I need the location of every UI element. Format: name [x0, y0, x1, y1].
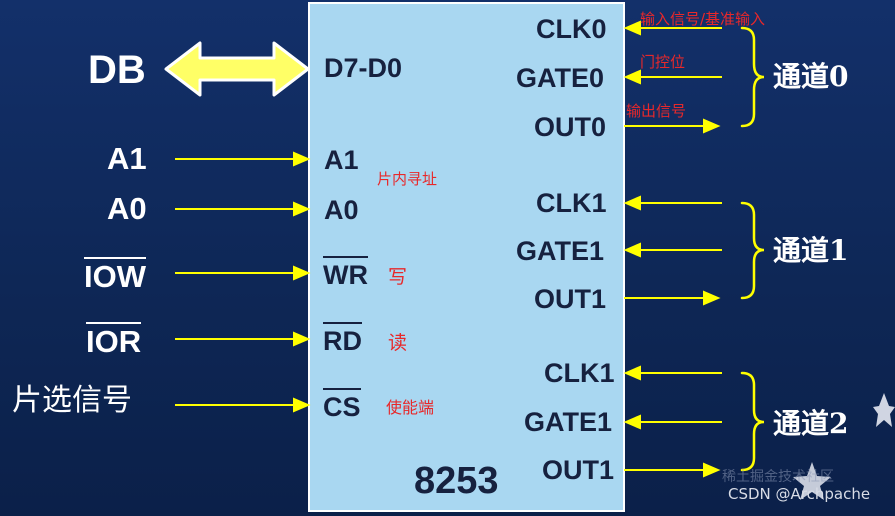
- note-gate: 门控位: [640, 53, 686, 71]
- pin-clk0: CLK0: [536, 14, 607, 44]
- pin-clk1: CLK1: [536, 188, 607, 218]
- pin-gate0: GATE0: [516, 63, 605, 93]
- pin-clk2: CLK1: [544, 358, 615, 388]
- watermark-faded: 稀土掘金技术社区: [722, 469, 834, 485]
- watermark: CSDN @Archpache: [728, 485, 871, 503]
- channel0-brace: [740, 26, 765, 128]
- external-a1-label: A1: [107, 141, 147, 176]
- external-cs-label: 片选信号: [12, 383, 132, 418]
- star-icon: [873, 393, 895, 427]
- out1-arrowhead: [703, 290, 721, 306]
- note-read: 读: [388, 332, 408, 354]
- bus-label: DB: [88, 48, 146, 92]
- bus-pin-label: D7-D0: [324, 53, 403, 83]
- gate0-arrowhead: [623, 69, 641, 85]
- chip-name: 8253: [414, 460, 499, 502]
- channel0-label: 通道0: [773, 60, 849, 93]
- pin-gate2: GATE1: [524, 407, 613, 437]
- channel1-brace: [740, 201, 765, 300]
- pin-a0: A0: [324, 195, 359, 225]
- pin-gate1: GATE1: [516, 236, 605, 266]
- channel2-label: 通道2: [773, 407, 849, 440]
- star-icon: [793, 462, 831, 500]
- pin-wr: WR: [323, 256, 368, 289]
- ior-arrowhead: [293, 331, 311, 347]
- pin-cs: CS: [323, 388, 361, 421]
- channel2-brace: [740, 371, 765, 472]
- note-output: 输出信号: [626, 102, 687, 120]
- pin-a1: A1: [324, 145, 359, 175]
- external-ior-label: IOR: [86, 322, 142, 359]
- clk2-arrowhead: [623, 365, 641, 381]
- note-enable: 使能端: [386, 398, 435, 417]
- note-write: 写: [388, 266, 408, 288]
- out0-arrowhead: [703, 118, 721, 134]
- external-a0-label: A0: [107, 191, 147, 226]
- iow-arrowhead: [293, 265, 311, 281]
- out2-arrowhead: [703, 462, 721, 478]
- note-address: 片内寻址: [377, 170, 438, 188]
- gate2-arrowhead: [623, 414, 641, 430]
- pin-out2: OUT1: [542, 455, 615, 485]
- pin-rd: RD: [323, 322, 362, 355]
- channel1-label: 通道1: [773, 234, 849, 267]
- data-bus-arrow: [164, 41, 310, 97]
- clk1-arrowhead: [623, 195, 641, 211]
- gate1-arrowhead: [623, 242, 641, 258]
- pin-out1: OUT1: [534, 284, 607, 314]
- note-clk-input: 输入信号/基准输入: [640, 10, 766, 28]
- a0-arrowhead: [293, 201, 311, 217]
- external-iow-label: IOW: [84, 257, 146, 294]
- pin-out0: OUT0: [534, 112, 607, 142]
- a1-arrowhead: [293, 151, 311, 167]
- clk0-arrowhead: [623, 20, 641, 36]
- cs-arrowhead: [293, 397, 311, 413]
